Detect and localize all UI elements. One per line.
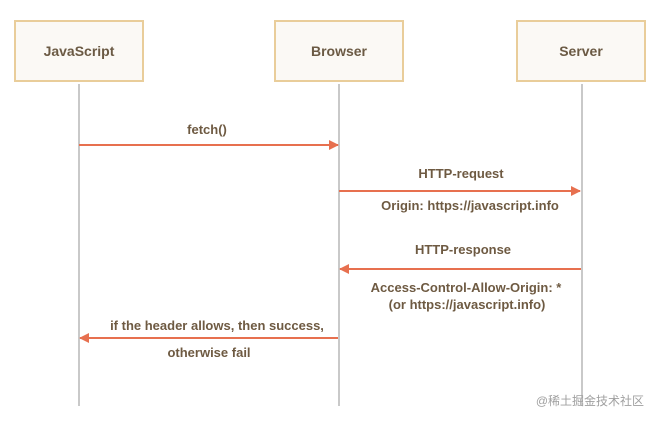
result-line2-label: otherwise fail xyxy=(167,345,251,360)
browser-participant: Browser xyxy=(274,20,404,82)
watermark: @稀土掘金技术社区 xyxy=(535,394,644,408)
browser-participant-label: Browser xyxy=(310,43,368,59)
server-participant: Server xyxy=(516,20,646,82)
result-line1-label: if the header allows, then success, xyxy=(110,318,324,333)
server-lifeline xyxy=(581,84,583,406)
http-response-label: HTTP-response xyxy=(414,242,512,257)
http-response-alt-origin-label: (or https://javascript.info) xyxy=(388,297,546,312)
browser-lifeline xyxy=(338,84,340,406)
javascript-lifeline xyxy=(78,84,80,406)
server-participant-label: Server xyxy=(559,43,603,59)
http-request-origin-label: Origin: https://javascript.info xyxy=(381,198,559,213)
javascript-participant-label: JavaScript xyxy=(43,43,115,59)
http-request-label: HTTP-request xyxy=(418,166,504,181)
javascript-participant: JavaScript xyxy=(14,20,144,82)
fetch-label: fetch() xyxy=(187,122,227,137)
http-response-header-label: Access-Control-Allow-Origin: * xyxy=(370,280,562,295)
